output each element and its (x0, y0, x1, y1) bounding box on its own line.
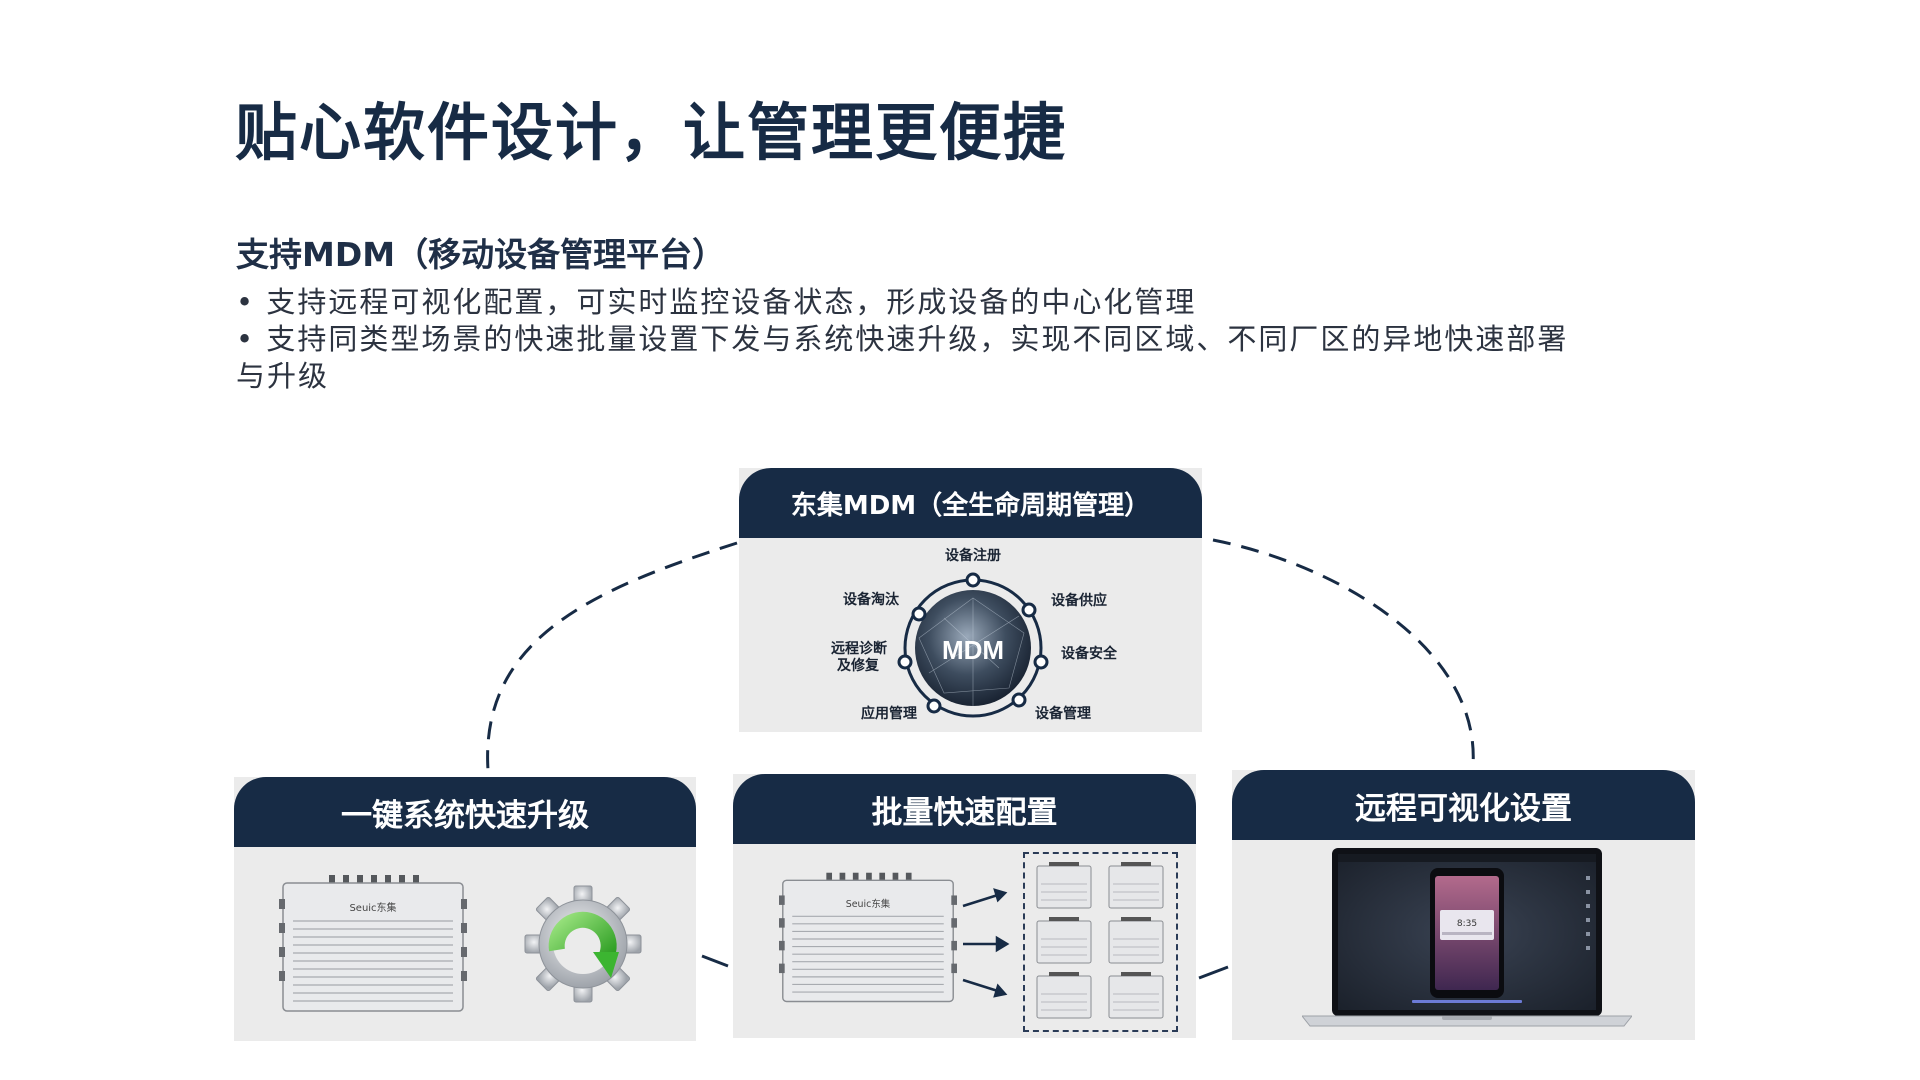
node-management-label: 设备管理 (1035, 705, 1091, 722)
batch-distribution-arrows (961, 874, 1011, 1004)
connector-left (488, 543, 737, 770)
node-supply-label: 设备供应 (1051, 592, 1107, 609)
mdm-lifecycle-panel: 东集MDM（全生命周期管理） MDM (739, 468, 1202, 732)
node-retire (913, 608, 925, 620)
upgrade-panel-body: Seuic东集 (234, 847, 696, 1041)
connector-bottom-right (1199, 967, 1228, 978)
node-management (1013, 694, 1025, 706)
device-brand-label: Seuic东集 (349, 901, 396, 914)
node-diagnosis-label-2: 及修复 (837, 657, 880, 674)
upgrade-panel: 一键系统快速升级 Seuic东集 (234, 777, 696, 1041)
mdm-lifecycle-diagram: MDM 设备注册 设备供应 设备安全 设备管理 应用管理 远程诊断 及修复 设备… (739, 538, 1202, 732)
node-app (928, 700, 940, 712)
node-register (967, 574, 979, 586)
remote-setup-panel: 远程可视化设置 8:35 (1232, 770, 1695, 1040)
node-diagnosis (899, 656, 911, 668)
remote-panel-body: 8:35 (1232, 840, 1695, 1040)
system-upgrade-gear-icon (524, 885, 642, 1003)
batch-devices-group (1023, 852, 1178, 1032)
mdm-panel-body: MDM 设备注册 设备供应 设备安全 设备管理 应用管理 远程诊断 及修复 设备… (739, 538, 1202, 732)
batch-device-grid (1025, 854, 1176, 1030)
mdm-panel-title: 东集MDM（全生命周期管理） (739, 468, 1202, 538)
batch-panel-title: 批量快速配置 (733, 774, 1196, 844)
node-security-label: 设备安全 (1061, 645, 1118, 662)
node-register-label: 设备注册 (945, 547, 1001, 564)
upgrade-panel-title: 一键系统快速升级 (234, 777, 696, 847)
connector-bottom-left (702, 956, 728, 966)
remote-panel-title: 远程可视化设置 (1232, 770, 1695, 840)
node-supply (1023, 604, 1035, 616)
connector-right (1213, 540, 1473, 765)
rfid-reader-device-image: Seuic东集 (779, 872, 957, 1006)
device-brand-label: Seuic东集 (846, 898, 891, 910)
batch-panel-body: Seuic东集 (733, 844, 1196, 1038)
mdm-center-label: MDM (942, 635, 1004, 665)
node-app-label: 应用管理 (861, 705, 917, 722)
rfid-reader-device-image: Seuic东集 (279, 875, 467, 1015)
node-diagnosis-label-1: 远程诊断 (831, 640, 887, 657)
laptop-remote-screen-image: 8:35 (1302, 846, 1632, 1030)
node-retire-label: 设备淘汰 (843, 591, 900, 608)
node-security (1035, 656, 1047, 668)
remote-screen-time: 8:35 (1457, 919, 1477, 929)
batch-config-panel: 批量快速配置 Seuic东集 (733, 774, 1196, 1038)
